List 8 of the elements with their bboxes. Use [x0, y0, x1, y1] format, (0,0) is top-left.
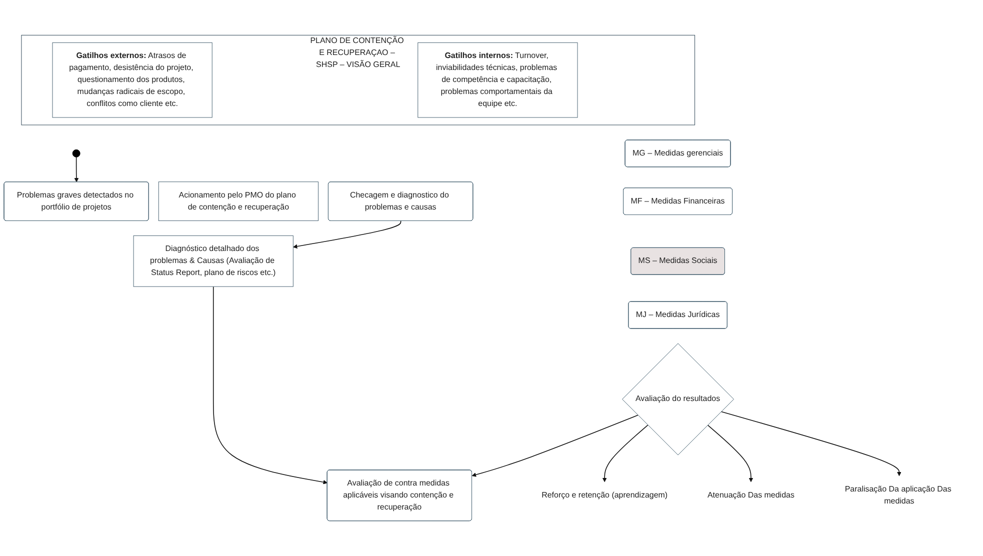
arrow [720, 411, 902, 476]
node-circle [72, 149, 80, 158]
arrow [74, 156, 79, 182]
arrow [212, 286, 328, 484]
arrow [707, 424, 754, 482]
arrow [472, 414, 638, 477]
arrow [292, 220, 402, 249]
arrow [602, 424, 648, 482]
